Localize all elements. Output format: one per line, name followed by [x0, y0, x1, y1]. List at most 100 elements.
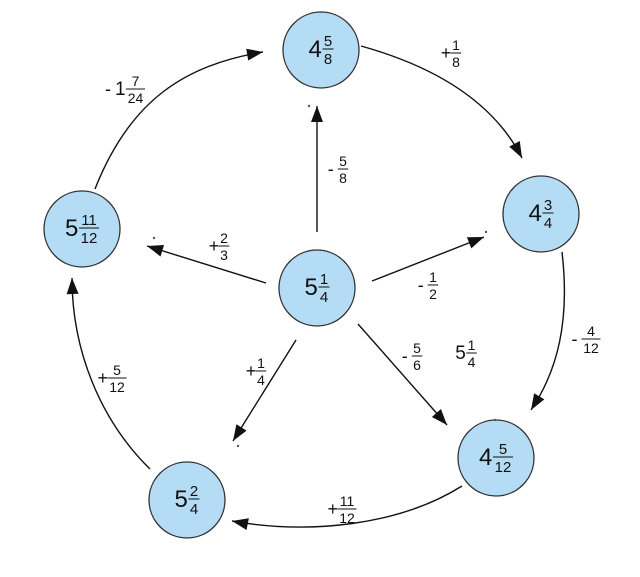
arrowhead-icon — [431, 409, 447, 425]
edge-label-denominator: 24 — [128, 90, 144, 106]
node-value-denominator: 12 — [81, 230, 98, 247]
node-circle — [502, 175, 580, 253]
floating-label-whole: 5 — [455, 343, 466, 364]
edge-label: +18 — [441, 37, 462, 70]
edge-left-to-top — [94, 48, 264, 190]
arrowhead-icon — [233, 424, 247, 441]
edge-label-sign: - — [572, 329, 578, 349]
edge-label: -12 — [418, 269, 439, 302]
node-value-denominator: 8 — [324, 51, 332, 68]
edge-label-whole: 1 — [115, 79, 126, 100]
edge-label-sign: - — [418, 275, 424, 295]
node-circle — [278, 249, 356, 327]
edge-label-numerator: 7 — [132, 73, 140, 89]
edge-arc — [360, 45, 523, 159]
edge-arc — [94, 51, 264, 190]
stray-dot — [484, 230, 488, 234]
edge-label: -56 — [402, 340, 423, 373]
edge-center-to-top — [311, 106, 323, 232]
edge-center-to-left — [146, 245, 267, 284]
edge-label: -412 — [572, 323, 601, 356]
node-value-denominator: 12 — [495, 459, 512, 476]
floating-label-denominator: 4 — [468, 354, 476, 370]
edge-line — [371, 236, 485, 282]
edge-label-denominator: 8 — [452, 54, 460, 70]
edge-label: +14 — [246, 355, 267, 388]
node-value-whole: 5 — [175, 486, 188, 513]
edge-label-sign: + — [246, 361, 257, 381]
stray-dot — [152, 236, 156, 240]
edge-label-numerator: 1 — [452, 37, 460, 53]
edge-bottom-left-to-left — [66, 277, 151, 470]
edge-label-numerator: 2 — [220, 230, 228, 246]
edge-label-numerator: 5 — [339, 153, 347, 169]
edge-label-denominator: 3 — [220, 247, 228, 263]
node-value-numerator: 3 — [544, 197, 552, 214]
arrowhead-icon — [232, 518, 249, 531]
node-value-denominator: 4 — [320, 289, 328, 306]
node-circle — [148, 461, 226, 539]
node-value-denominator: 4 — [544, 215, 552, 232]
node-value-denominator: 4 — [190, 501, 198, 518]
edge-label-sign: - — [105, 79, 111, 99]
node-value-numerator: 5 — [499, 441, 507, 458]
node-value-numerator: 2 — [190, 483, 198, 500]
edge-label-numerator: 5 — [113, 362, 121, 378]
edge-label-numerator: 11 — [340, 493, 355, 509]
edge-label-numerator: 5 — [413, 340, 421, 356]
stray-dot — [493, 418, 497, 422]
arrowhead-icon — [147, 245, 165, 257]
node-circle — [457, 419, 535, 497]
edge-arc — [71, 277, 151, 470]
arrowhead-icon — [466, 237, 484, 249]
edge-top-to-right — [360, 45, 523, 159]
node-circle — [43, 190, 121, 268]
arrowhead-icon — [509, 141, 522, 158]
arrowhead-icon — [246, 48, 263, 61]
node-value-whole: 4 — [529, 200, 542, 227]
node-value-whole: 4 — [479, 444, 492, 471]
edge-label-numerator: 4 — [587, 323, 595, 339]
edge-line — [146, 245, 267, 284]
edge-bottom-right-to-bottom-left — [231, 485, 463, 531]
floating-label-numerator: 1 — [468, 337, 476, 353]
node-value-numerator: 1 — [320, 271, 328, 288]
edge-label-denominator: 12 — [109, 379, 125, 395]
edge-label-denominator: 2 — [429, 286, 437, 302]
edge-line — [357, 323, 448, 426]
edge-line — [232, 339, 297, 442]
edge-center-to-bottom-right — [357, 323, 448, 426]
stray-dot — [236, 444, 240, 448]
node-value-numerator: 5 — [324, 33, 332, 50]
edge-label: +23 — [209, 230, 230, 263]
node-value-whole: 5 — [305, 274, 318, 301]
edge-arc — [530, 251, 566, 411]
arrowhead-icon — [66, 278, 79, 295]
edge-label-numerator: 1 — [257, 355, 265, 371]
edge-label-denominator: 8 — [339, 170, 347, 186]
edge-center-to-right — [371, 236, 485, 282]
edge-label-sign: - — [328, 159, 334, 179]
edge-label-denominator: 12 — [339, 510, 355, 526]
edge-label-denominator: 4 — [257, 372, 265, 388]
edge-label: +512 — [98, 362, 127, 395]
edge-label-sign: - — [402, 346, 408, 366]
edge-center-to-bottom-left — [232, 339, 297, 442]
edge-arc — [231, 485, 463, 528]
node-value-whole: 5 — [65, 215, 78, 242]
edge-label-sign: + — [209, 236, 220, 256]
edge-right-to-bottom-right — [530, 251, 566, 411]
edge-label-denominator: 12 — [583, 340, 599, 356]
edge-label-sign: + — [328, 499, 339, 519]
node-circle — [282, 11, 360, 89]
stray-dot — [307, 104, 311, 108]
edge-label: -58 — [328, 153, 349, 186]
